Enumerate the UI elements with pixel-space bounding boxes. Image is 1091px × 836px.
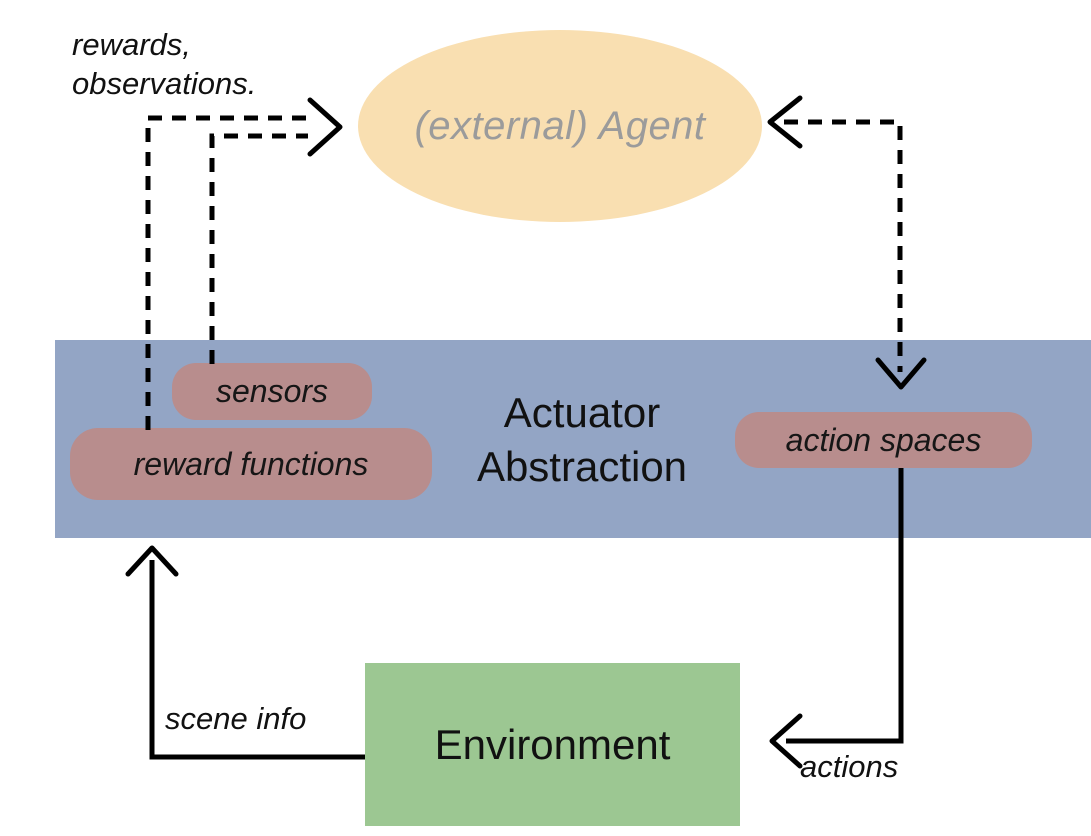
arrowhead-left-icon (767, 95, 803, 149)
agent-label: (external) Agent (414, 103, 706, 148)
environment-label: Environment (434, 720, 671, 768)
scene-info-label: scene info (165, 701, 307, 736)
arrowhead-left-icon (769, 713, 803, 769)
sensors-pill: sensors (172, 363, 372, 420)
observations-to-agent-arrow (209, 97, 343, 364)
actions-label: actions (800, 749, 899, 784)
action-spaces-pill: action spaces (735, 412, 1032, 468)
reward-functions-pill: reward functions (70, 428, 432, 500)
arrowhead-right-icon (307, 97, 343, 157)
agent-node: (external) Agent (358, 30, 762, 222)
rewards-observations-label: rewards, observations. (72, 27, 257, 101)
arrowhead-up-icon (125, 545, 179, 577)
environment-node: Environment (365, 663, 740, 826)
actuator-abstraction-title: Actuator Abstraction (476, 389, 688, 490)
